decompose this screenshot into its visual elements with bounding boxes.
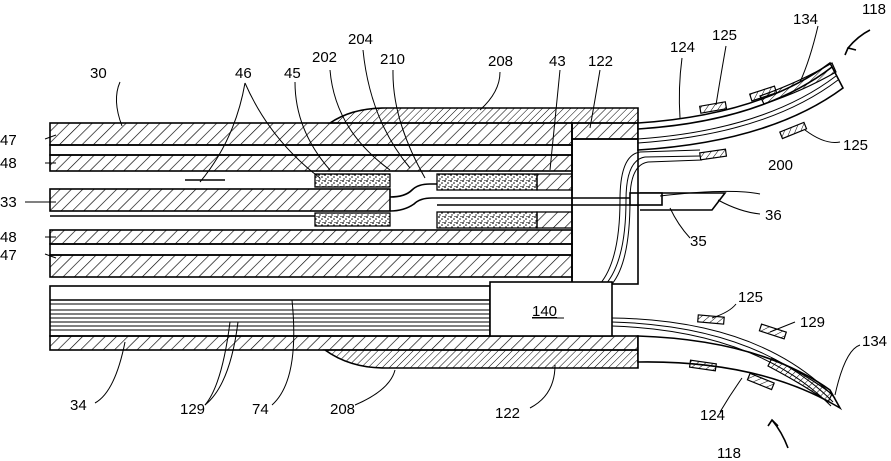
label-134-bottom: 134	[862, 333, 887, 350]
housing-122	[572, 139, 638, 284]
label-48-bottom: 48	[0, 229, 17, 246]
label-129-right: 129	[800, 314, 825, 331]
outer-layer-47-bottom	[50, 255, 572, 277]
label-45: 45	[284, 65, 301, 82]
label-30: 30	[90, 65, 107, 82]
wire-bundle-upper	[600, 150, 700, 284]
electrode-125-upper-4	[780, 122, 807, 138]
label-118-bottom: 118	[717, 445, 741, 461]
label-204: 204	[348, 31, 373, 48]
label-208-bottom: 208	[330, 401, 355, 418]
label-124-top: 124	[670, 39, 695, 56]
block-43-bottom	[537, 212, 572, 228]
label-122-bottom: 122	[495, 405, 520, 422]
core-33	[50, 189, 390, 211]
insert-45-bottom	[315, 213, 390, 226]
layer-48-bottom	[50, 230, 572, 244]
label-43: 43	[549, 53, 566, 70]
label-47-top: 47	[0, 132, 17, 149]
outer-layer-47-top	[50, 123, 572, 145]
label-210: 210	[380, 51, 405, 68]
electrode-125-upper-3	[700, 149, 727, 160]
electrode-125-lower-1	[698, 315, 725, 324]
label-47-bottom: 47	[0, 247, 17, 264]
shaft	[390, 184, 437, 197]
label-46: 46	[235, 65, 252, 82]
label-134-top: 134	[793, 11, 818, 28]
label-200: 200	[768, 157, 793, 174]
label-48-top: 48	[0, 155, 17, 172]
label-33: 33	[0, 194, 17, 211]
label-208-top: 208	[488, 53, 513, 70]
label-125-right: 125	[843, 137, 868, 154]
bottom-layer-34	[50, 336, 638, 350]
block-43	[537, 174, 572, 190]
housing-122-top	[572, 123, 638, 139]
label-125-top: 125	[712, 27, 737, 44]
insert-right-top	[437, 174, 537, 190]
label-202: 202	[312, 49, 337, 66]
label-125-bottom: 125	[738, 289, 763, 306]
layer-48-top	[50, 155, 572, 171]
electrode-125-lower-2	[759, 324, 786, 339]
label-122-top: 122	[588, 53, 613, 70]
label-124-bottom: 124	[700, 407, 725, 424]
label-34: 34	[70, 397, 87, 414]
channel-34	[50, 286, 490, 336]
label-129-bottom: 129	[180, 401, 205, 418]
label-74: 74	[252, 401, 269, 418]
label-35: 35	[690, 233, 707, 250]
lower-arm-118	[638, 336, 840, 408]
insert-45-top	[315, 174, 390, 187]
insert-right-bottom	[437, 212, 537, 228]
label-36: 36	[765, 207, 782, 224]
label-140: 140	[532, 303, 557, 320]
sleeve-208-bottom	[325, 350, 638, 368]
label-118-top: 118	[862, 1, 886, 18]
electrode-200	[630, 193, 662, 205]
